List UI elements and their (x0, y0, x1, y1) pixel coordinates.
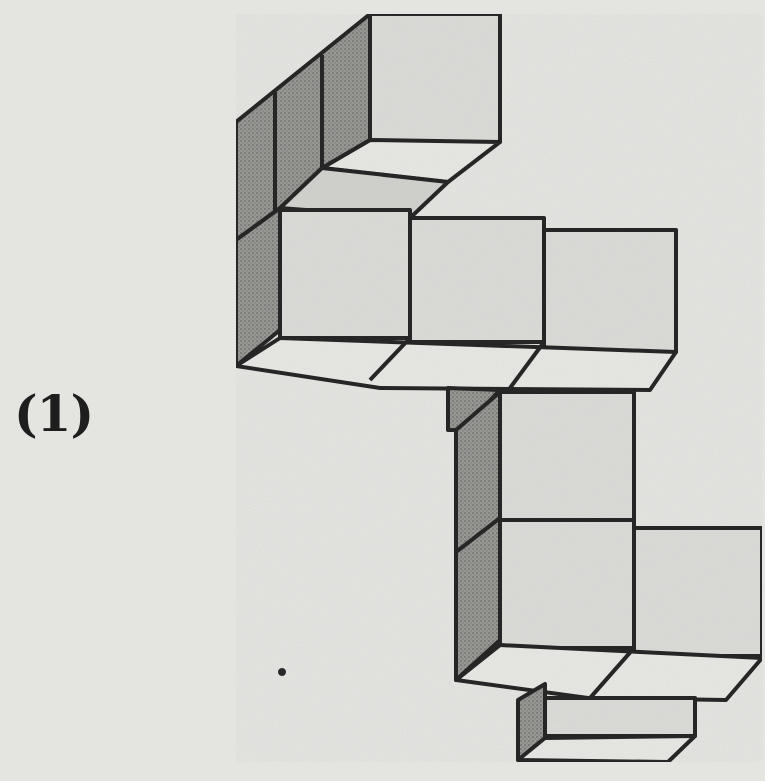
figure-label: (1) (14, 384, 94, 443)
middle-cube-3-front (542, 228, 678, 354)
middle-row (234, 166, 678, 392)
bottom-cube (516, 682, 697, 764)
lower-row-bottom (454, 643, 764, 702)
bottom-cube-front (543, 696, 697, 738)
middle-cube-2-front (408, 216, 546, 344)
lower-cube-1-front (498, 390, 636, 522)
lower-cube-3-front (632, 526, 764, 658)
middle-row-bottom (234, 336, 678, 392)
lower-column (454, 390, 764, 702)
cube-top-front (368, 12, 502, 144)
paper-speck (278, 668, 286, 676)
bottom-cube-bottom (516, 734, 697, 764)
middle-cube-1-front (278, 208, 412, 340)
lower-cube-2-front (498, 518, 636, 650)
cube-top (234, 12, 502, 242)
